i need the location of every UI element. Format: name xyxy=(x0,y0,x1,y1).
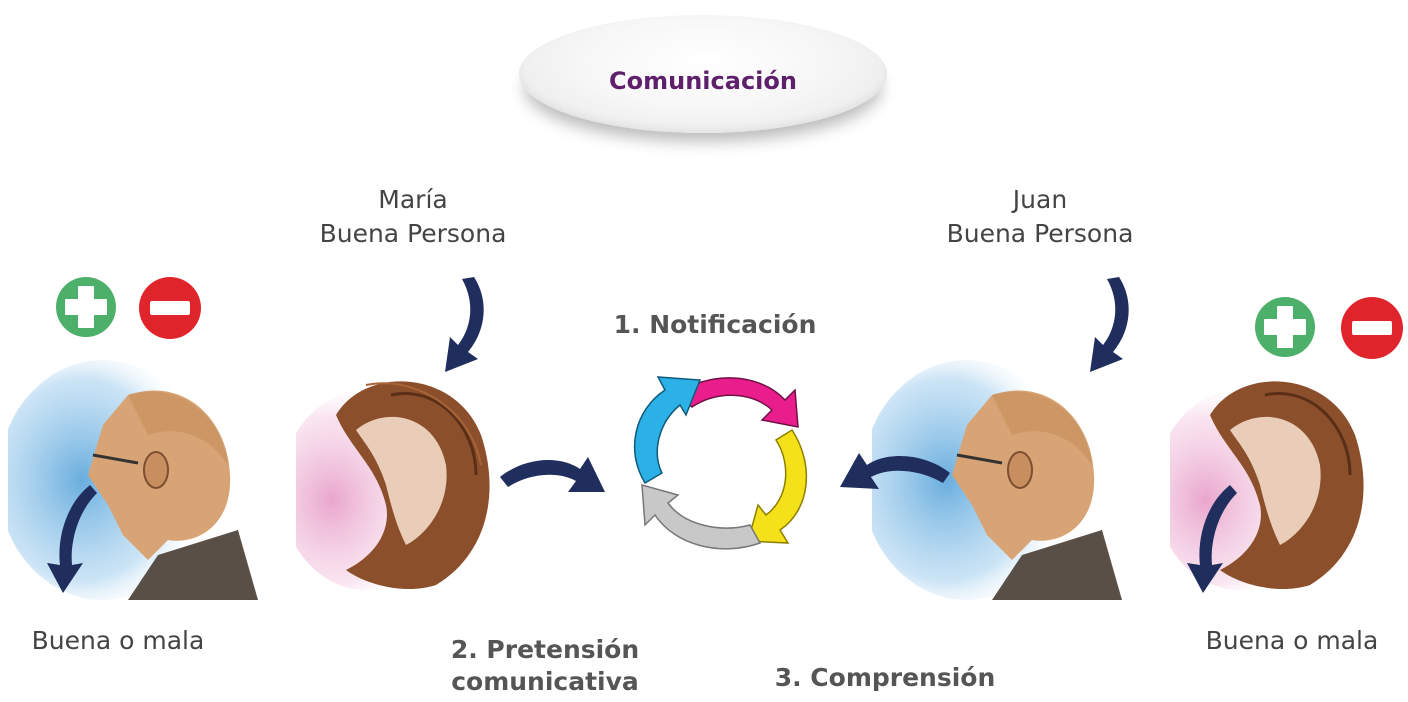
cycle-arrow-gray xyxy=(641,483,762,550)
communication-cycle xyxy=(633,376,808,550)
step-pretension: 2. Pretensión comunicativa xyxy=(420,634,670,698)
juan-name: Juan xyxy=(1012,185,1068,214)
cycle-arrow-cyan xyxy=(633,376,702,485)
maria-name: María xyxy=(378,185,448,214)
arrow-juan-to-cycle xyxy=(840,453,950,489)
plus-circle-icon xyxy=(56,277,116,337)
cycle-arrow-yellow xyxy=(747,428,808,544)
title-oval: Comunicación xyxy=(519,15,887,133)
step-notificacion: 1. Notificación xyxy=(613,310,817,339)
step-comprension: 3. Comprensión xyxy=(774,663,996,692)
plus-circle-icon xyxy=(1255,297,1315,357)
juan-portrait-left xyxy=(8,360,258,600)
maria-label: María Buena Persona xyxy=(298,183,528,251)
outcome-right: Buena o mala xyxy=(1205,626,1379,655)
maria-role: Buena Persona xyxy=(319,219,507,248)
maria-portrait xyxy=(296,381,490,590)
minus-circle-icon xyxy=(1341,297,1403,359)
juan-label: Juan Buena Persona xyxy=(925,183,1155,251)
step-pretension-line1: 2. Pretensión xyxy=(450,635,640,664)
diagram-title: Comunicación xyxy=(609,67,797,95)
step-pretension-line2: comunicativa xyxy=(451,667,639,696)
arrow-right-outcome xyxy=(1187,485,1237,593)
arrow-left-outcome xyxy=(47,485,97,593)
outcome-left: Buena o mala xyxy=(31,626,205,655)
arrow-to-maria xyxy=(445,277,484,372)
minus-circle-icon xyxy=(139,277,201,339)
juan-portrait xyxy=(872,360,1122,600)
cycle-arrow-magenta xyxy=(673,377,799,428)
arrow-to-juan xyxy=(1090,277,1129,372)
juan-role: Buena Persona xyxy=(946,219,1134,248)
arrow-maria-to-cycle xyxy=(500,457,605,492)
